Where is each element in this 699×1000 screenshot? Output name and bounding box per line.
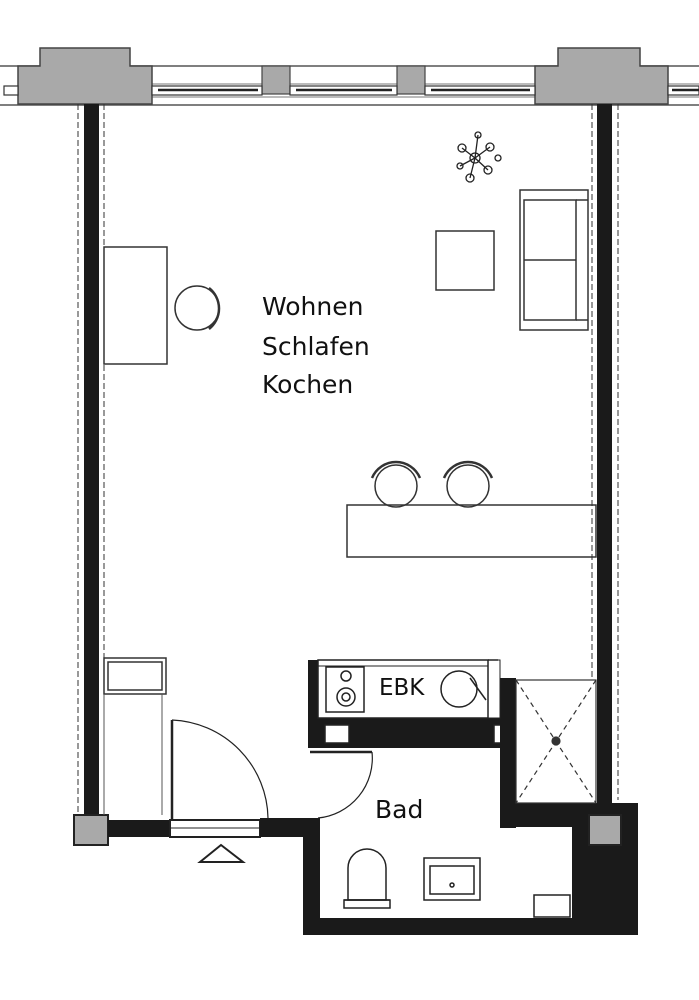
wall-bath-left xyxy=(303,818,320,935)
room-label-schlafen: Schlafen xyxy=(262,332,370,361)
column-bottom-left xyxy=(73,814,109,846)
sofa-icon xyxy=(519,189,589,331)
wardrobe xyxy=(103,657,167,695)
desk xyxy=(103,246,168,365)
washbasin-icon xyxy=(423,857,481,901)
column-bottom-right xyxy=(588,814,622,846)
kitchen-fittings xyxy=(317,659,501,719)
wall-bath-bottom xyxy=(303,918,638,935)
kitchen-island xyxy=(346,504,597,558)
walls xyxy=(73,104,638,935)
entrance-arrow-icon xyxy=(197,843,246,863)
bar-stool-icon-2 xyxy=(442,460,494,508)
column-top-left xyxy=(17,47,153,105)
room-label-kochen: Kochen xyxy=(262,370,354,399)
toilet-icon xyxy=(343,848,391,909)
column-top-right xyxy=(534,47,669,105)
shower xyxy=(515,679,597,804)
coffee-table xyxy=(435,230,495,291)
room-label-wohnen: Wohnen xyxy=(262,292,364,321)
chair-icon xyxy=(174,285,221,331)
wall-kitchen-left xyxy=(308,660,318,720)
wall-shower-left xyxy=(500,678,516,828)
doors xyxy=(170,719,373,820)
wall-bottom-left xyxy=(108,820,170,837)
living-furniture xyxy=(103,131,597,815)
windows xyxy=(3,85,699,96)
room-label-bathroom: Bad xyxy=(375,795,424,824)
drain-icon xyxy=(551,736,561,746)
mullion-2 xyxy=(396,65,426,95)
wall-shower-bottom xyxy=(500,803,575,827)
top-columns xyxy=(17,47,669,105)
sink-icon xyxy=(440,670,487,708)
wall-right xyxy=(597,104,612,804)
shower-tray xyxy=(515,679,597,804)
bathroom-fittings xyxy=(343,848,571,918)
wall-left xyxy=(84,104,99,816)
plant-icon xyxy=(456,131,502,183)
entrance-door xyxy=(170,719,269,820)
window-pane-left xyxy=(3,85,19,96)
room-label-kitchen: EBK xyxy=(379,675,425,701)
stove-icon xyxy=(325,666,365,713)
bar-stool-icon xyxy=(370,460,422,508)
bathroom-door xyxy=(310,750,373,819)
mullion-1 xyxy=(261,65,291,95)
